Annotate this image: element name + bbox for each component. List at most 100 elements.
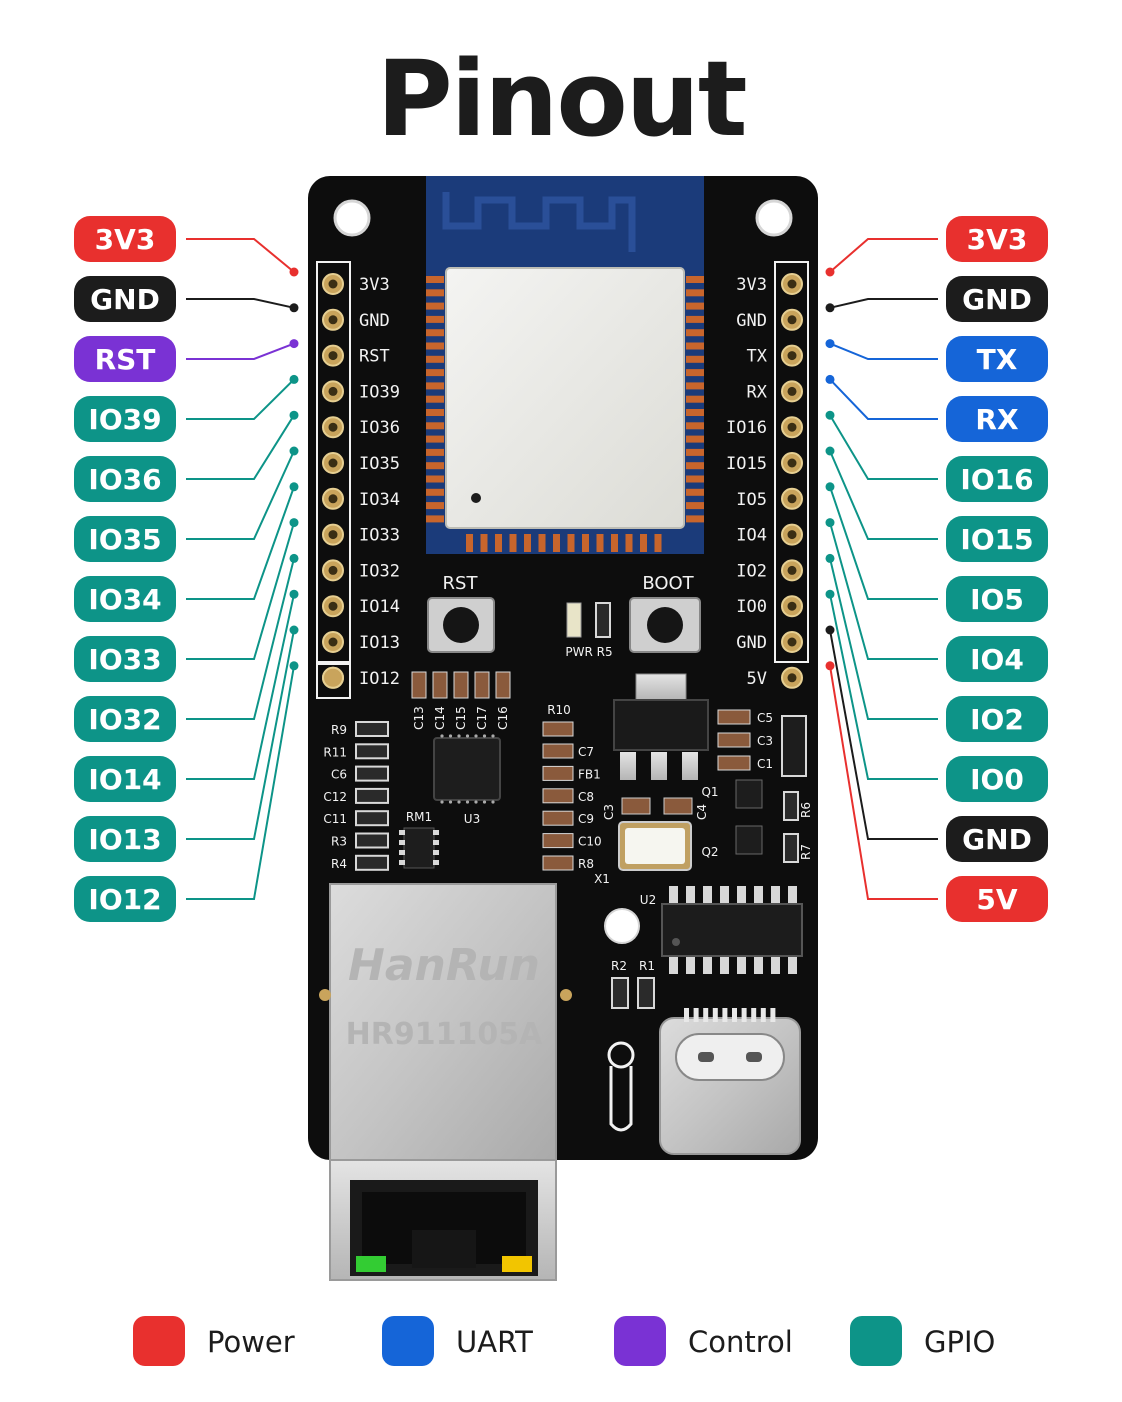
module-pad — [686, 435, 704, 443]
left-silk-label: 3V3 — [359, 275, 390, 295]
chip-pin — [457, 800, 461, 804]
part-label: C1 — [757, 757, 773, 771]
left-pin-label-3v3: 3V3 — [74, 216, 176, 262]
pwr-r5-label: PWR R5 — [565, 645, 612, 659]
part-label: C3 — [757, 734, 773, 748]
pin-label-text: TX — [977, 343, 1018, 376]
part-label: C10 — [578, 835, 602, 849]
pin-label-text: IO34 — [88, 583, 161, 616]
left-leader-line-io33 — [186, 522, 295, 660]
chip-pin — [465, 800, 470, 804]
right-pin-label-3v3: 3V3 — [946, 216, 1048, 262]
capacitor-label: C16 — [496, 706, 510, 730]
wifi-module — [426, 176, 704, 554]
pin-hole — [787, 673, 797, 683]
left-leader-dot-3v3 — [289, 267, 299, 277]
capacitor — [453, 671, 469, 699]
reset-button[interactable] — [427, 597, 495, 653]
left-leader-line-io36 — [186, 414, 295, 480]
right-leader-dot-rx — [825, 374, 835, 384]
left-pin-label-io39: IO39 — [74, 396, 176, 442]
module-pad — [426, 475, 444, 483]
pin-label-text: IO4 — [970, 643, 1024, 676]
pin-label-text: IO0 — [970, 763, 1024, 796]
rj45-brand: HanRun — [348, 940, 540, 991]
rm1-network — [399, 827, 439, 869]
left-leader-dot-io13 — [289, 625, 299, 635]
capacitor — [474, 671, 490, 699]
part-label: C6 — [331, 768, 347, 782]
chip-pin — [399, 830, 405, 835]
usb-pin — [760, 1008, 766, 1022]
left-leader-dot-io32 — [289, 553, 299, 563]
module-pad — [686, 329, 704, 337]
smd-part — [355, 721, 389, 737]
left-leader-dot-io12 — [289, 661, 299, 671]
right-leader-line-io2 — [829, 558, 938, 720]
chip-pin — [771, 886, 780, 904]
chip-pin — [788, 886, 797, 904]
smd-part — [542, 855, 574, 871]
chip-pin — [440, 800, 444, 804]
right-pin-label-io0: IO0 — [946, 756, 1048, 802]
right-silk-label: 5V — [747, 669, 767, 689]
usb-c-port[interactable] — [659, 1008, 801, 1155]
left-leader-dot-rst — [289, 339, 299, 349]
legend-label: GPIO — [924, 1325, 995, 1359]
module-pad — [426, 329, 444, 337]
capacitor — [495, 671, 511, 699]
module-pad — [686, 276, 704, 283]
module-pad — [686, 342, 704, 350]
pin-hole — [787, 637, 797, 647]
module-pad — [426, 488, 444, 496]
pin-label-text: IO33 — [88, 643, 161, 676]
right-leader-dot-gnd — [825, 625, 835, 635]
chip-pin — [686, 956, 695, 974]
legend-item-control: Control — [614, 1316, 793, 1366]
right-pin-label-io5: IO5 — [946, 576, 1048, 622]
left-silk-label: IO33 — [359, 526, 400, 546]
module-pad — [426, 382, 444, 390]
right-silk-label: RX — [747, 382, 768, 402]
module-pad — [686, 409, 704, 416]
u3-label: U3 — [464, 812, 480, 826]
left-silk-label: GND — [359, 311, 390, 331]
pin-label-text: GND — [962, 823, 1032, 856]
pin-hole — [328, 351, 338, 361]
left-leader-line-rst — [186, 342, 295, 360]
rj45-jack[interactable] — [319, 883, 572, 1281]
right-leader-line-gnd — [829, 298, 938, 309]
left-pin-label-io33: IO33 — [74, 636, 176, 682]
smd-part — [355, 743, 389, 760]
smd-part — [355, 810, 389, 827]
chip-pin — [491, 800, 495, 804]
u3-chip — [433, 734, 501, 804]
module-pad — [466, 534, 473, 552]
part-label: FB1 — [578, 767, 601, 781]
chip-pin — [737, 886, 746, 904]
smd-part — [542, 810, 574, 826]
usb-pin — [732, 1008, 737, 1022]
left-pin-label-io34: IO34 — [74, 576, 176, 622]
module-pad — [567, 534, 575, 552]
legend-swatch — [850, 1316, 902, 1366]
chip-pin — [433, 830, 439, 835]
pin-hole — [328, 494, 338, 504]
right-leader-line-io5 — [829, 486, 938, 600]
right-pin-label-gnd: GND — [946, 816, 1048, 862]
left-header-outline — [316, 261, 351, 663]
rst-button-label: RST — [443, 573, 479, 594]
boot-button-label: BOOT — [642, 573, 694, 594]
module-pad — [426, 289, 444, 297]
smd-part — [542, 788, 574, 804]
x1-label: X1 — [594, 872, 610, 886]
right-leader-line-io15 — [829, 450, 938, 540]
boot-button[interactable] — [629, 597, 701, 653]
module-pad — [426, 276, 444, 283]
pin-hole — [328, 458, 338, 468]
part-label: C8 — [578, 790, 594, 804]
pin-hole — [787, 458, 797, 468]
